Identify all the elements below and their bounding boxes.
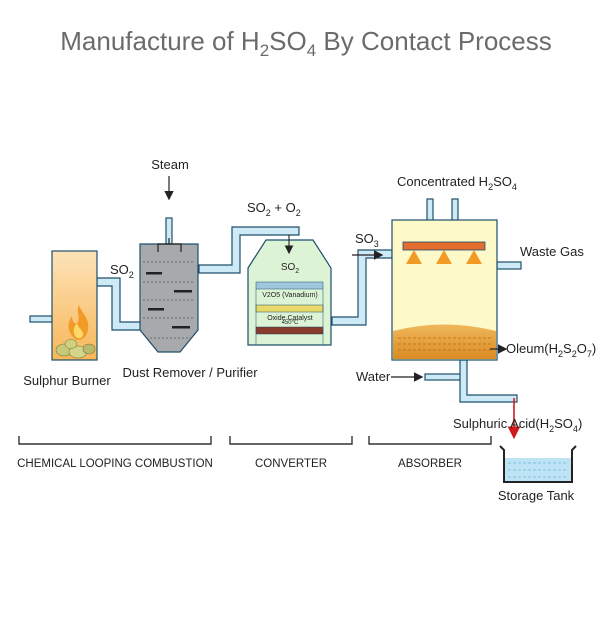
bracket-combustion <box>18 436 212 445</box>
tank-outline <box>499 445 577 483</box>
label-oxide-catalyst: Oxide Catalyst <box>267 315 313 322</box>
spray-nozzle-icon <box>406 250 422 264</box>
label-so3: SO3 <box>355 231 379 249</box>
converter: SO2 V2O5 (Vanadium) Oxide Catalyst 450°C <box>247 235 332 346</box>
dust-remover <box>139 238 199 353</box>
pipe-burner-to-purifier <box>96 277 147 331</box>
catalyst-layer-oxide <box>255 304 324 313</box>
tank-liquid <box>505 458 571 481</box>
pipe-converter-to-absorber <box>331 249 393 326</box>
label-sulphur-burner: Sulphur Burner <box>23 373 111 388</box>
converter-so2-label: SO2 <box>281 262 299 275</box>
section-brackets <box>18 436 492 445</box>
diagram-title: Manufacture of H2SO4 By Contact Process <box>60 26 552 60</box>
storage-tank <box>499 445 577 483</box>
label-waste-gas: Waste Gas <box>520 244 584 259</box>
label-v2o5: V2O5 (Vanadium) <box>262 292 318 299</box>
label-sulphuric-acid: Sulphuric Acid(H2SO4) <box>453 416 582 434</box>
bracket-converter <box>229 436 353 445</box>
label-dust-remover: Dust Remover / Purifier <box>122 365 258 380</box>
flame-icon <box>68 305 89 340</box>
pipe-waste-gas <box>496 261 522 270</box>
arrows <box>164 176 521 440</box>
absorber <box>391 219 498 361</box>
label-so2-o2: SO2 + O2 <box>247 200 301 218</box>
purifier-body <box>139 243 199 353</box>
bracket-absorber <box>368 436 492 445</box>
catalyst-layer-v2o5 <box>255 281 324 290</box>
section-label-converter: CONVERTER <box>255 458 327 470</box>
label-steam: Steam <box>151 157 189 172</box>
label-so2-burner: SO2 <box>110 262 134 280</box>
pipe-acid-outlet <box>459 359 518 403</box>
label-water: Water <box>356 369 391 384</box>
label-storage-tank: Storage Tank <box>498 488 575 503</box>
spray-nozzle-icon <box>436 250 452 264</box>
sulphur-burner <box>51 250 98 361</box>
section-label-absorber: ABSORBER <box>398 458 462 470</box>
section-label-combustion: CHEMICAL LOOPING COMBUSTION <box>17 458 213 470</box>
label-oleum: Oleum(H2S2O7) <box>506 341 596 359</box>
spray-nozzle-icon <box>466 250 482 264</box>
sprayer-bar <box>402 241 486 251</box>
converter-body <box>247 239 332 346</box>
catalyst-layer-heat <box>255 326 324 335</box>
label-concentrated-acid: Concentrated H2SO4 <box>397 174 517 192</box>
oleum-layer <box>393 324 496 359</box>
pipe-water-inlet <box>424 373 464 381</box>
pipe-burner-inlet <box>29 315 53 323</box>
pipe-purifier-to-converter <box>198 226 300 274</box>
label-temperature: 450°C <box>282 320 299 326</box>
